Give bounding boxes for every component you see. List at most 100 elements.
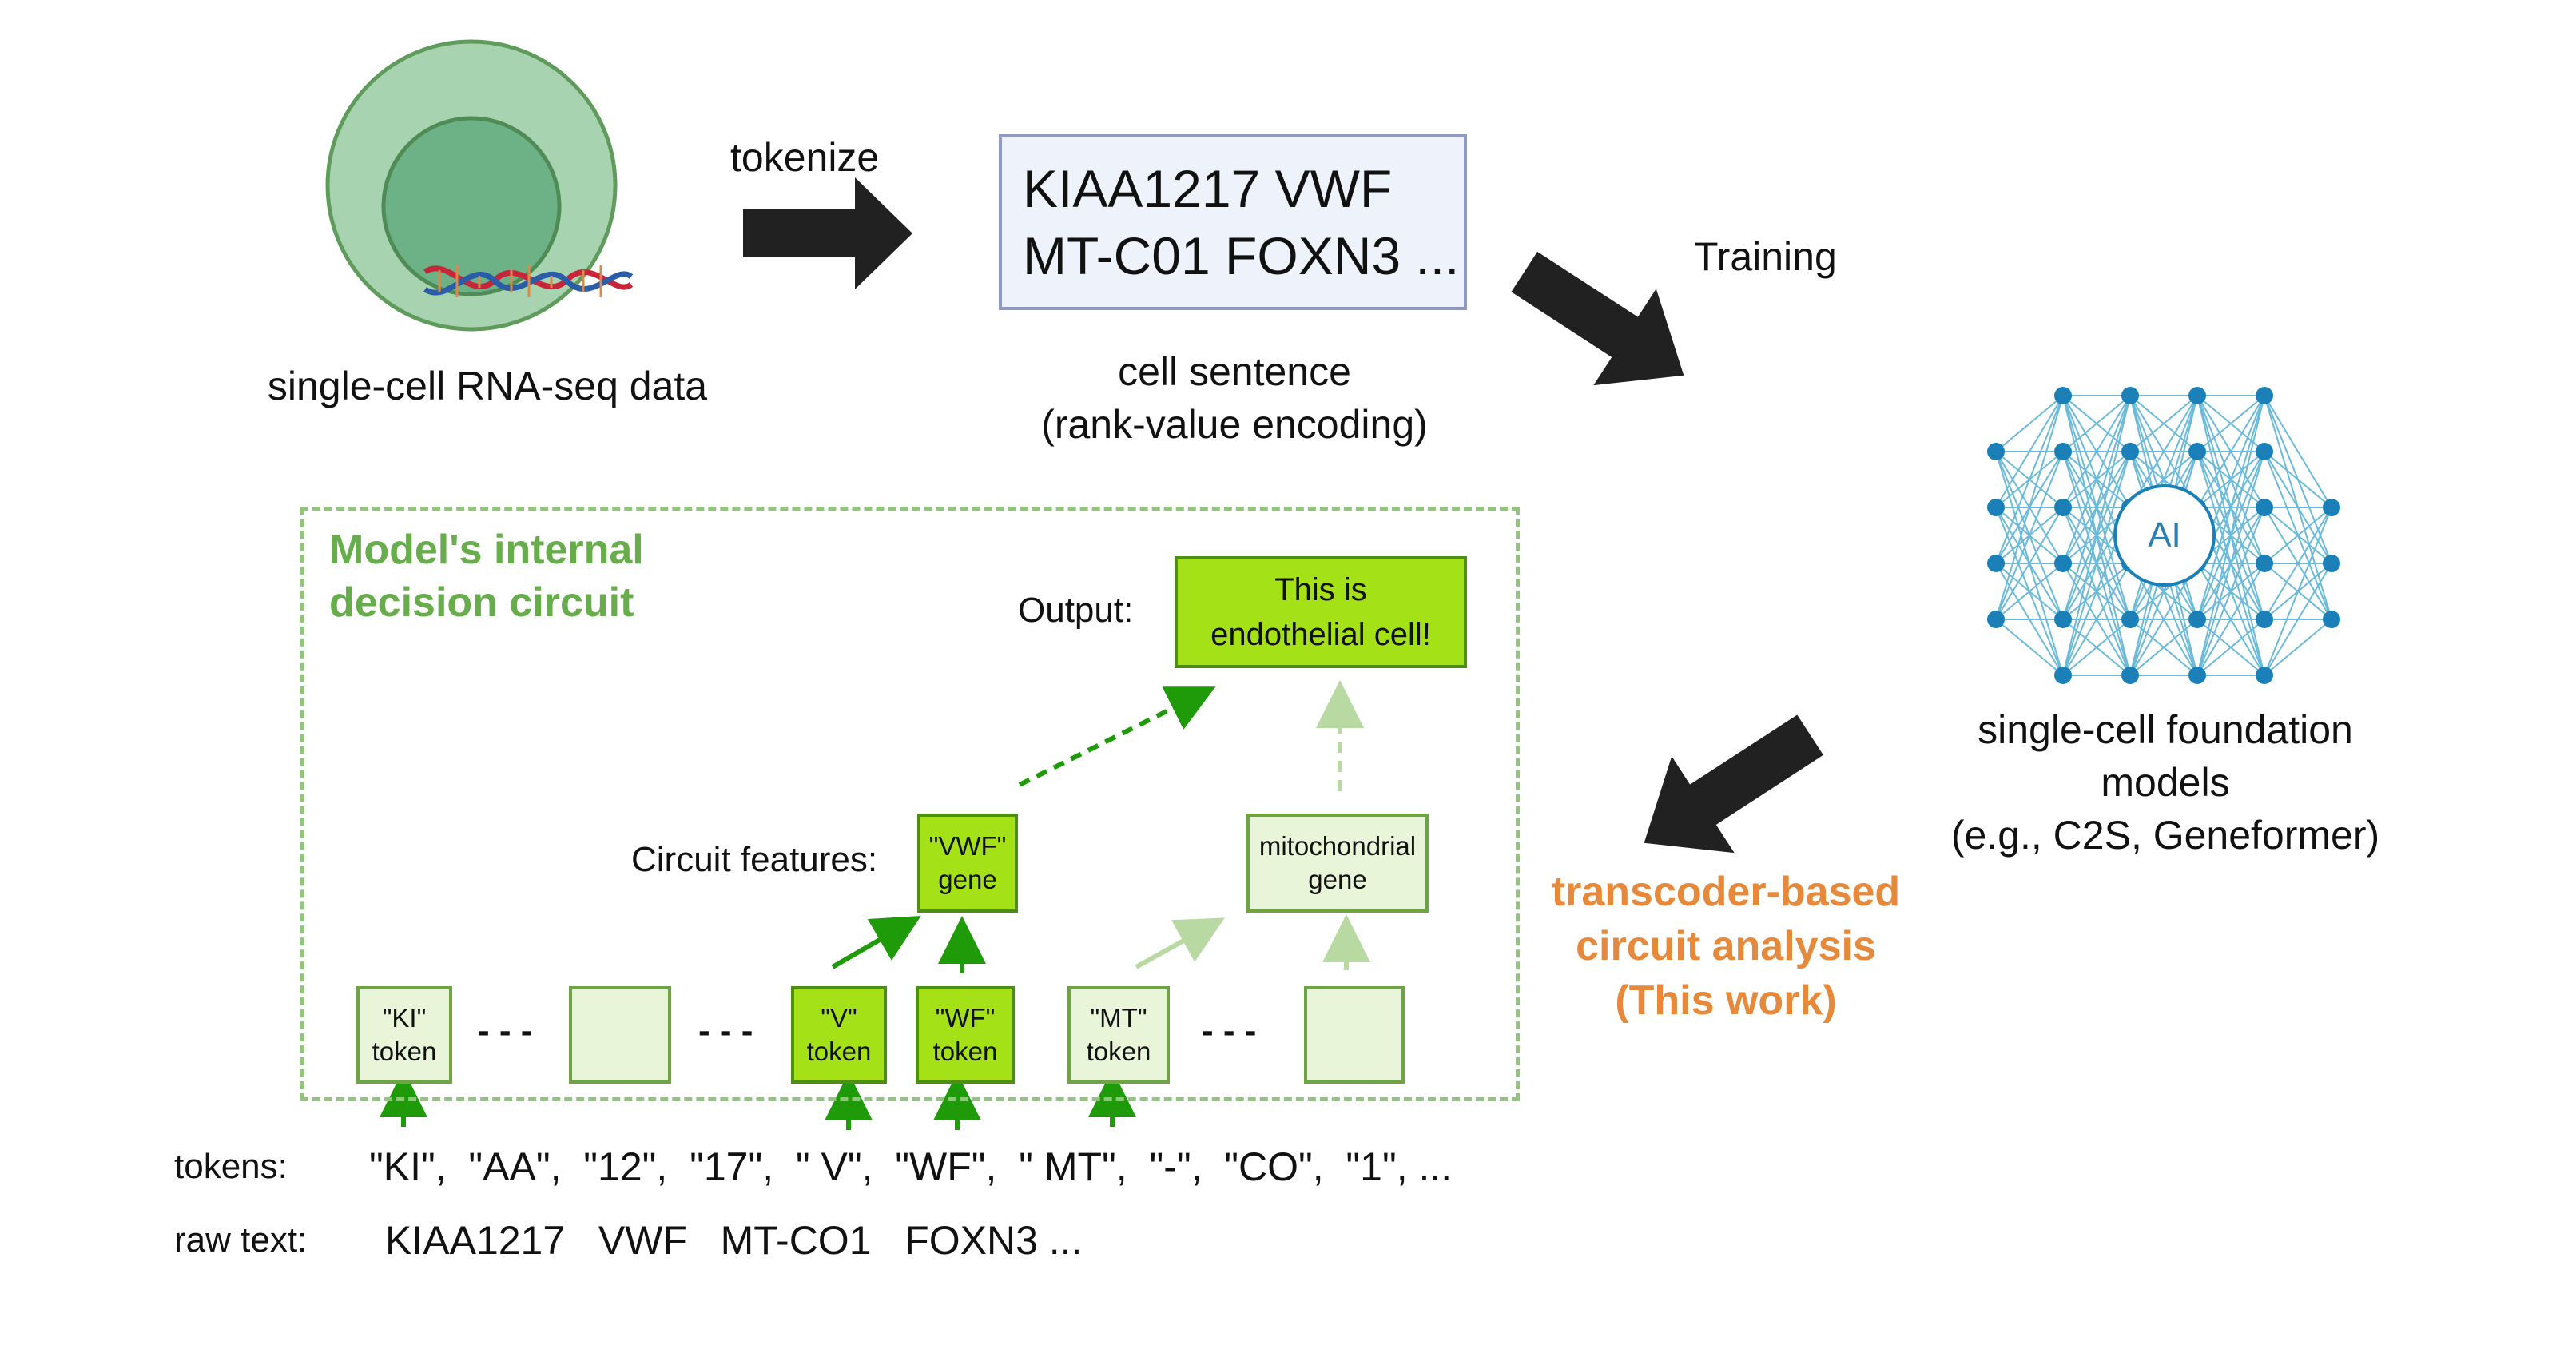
training-arrow — [1511, 251, 1684, 386]
network-node — [1987, 611, 2005, 628]
network-node — [2256, 387, 2273, 404]
network-edge — [1995, 619, 2064, 676]
features-label: Circuit features: — [631, 840, 878, 879]
network-edge — [2264, 451, 2332, 508]
training-label: Training — [1694, 234, 1837, 279]
model-caption-2: models — [2101, 760, 2230, 805]
network-edge — [2264, 395, 2332, 508]
network-node — [2256, 499, 2273, 516]
analysis-line-1: transcoder-based — [1551, 869, 1901, 915]
network-node — [2121, 387, 2139, 404]
token-wf-line-2: token — [932, 1037, 998, 1066]
output-line-1: This is — [1274, 572, 1367, 607]
network-edge — [2264, 619, 2332, 676]
network-edge — [1995, 451, 2064, 620]
cell-illustration — [325, 39, 634, 332]
network-edge — [2062, 395, 2131, 452]
token-v-line-1: "V" — [821, 1003, 857, 1033]
network-edge — [1995, 395, 2064, 452]
network-edge — [2062, 619, 2131, 676]
network-node — [2256, 611, 2273, 628]
network-node — [2054, 611, 2072, 628]
ellipsis-1: - - - — [478, 1011, 533, 1050]
raw-text-label: raw text: — [174, 1220, 308, 1259]
raw-text: KIAA1217 VWF MT-CO1 FOXN3 ... — [385, 1218, 1083, 1263]
network-edge — [2196, 395, 2265, 508]
network-edge — [2062, 395, 2131, 676]
network-edge — [2264, 507, 2332, 620]
token-blank-2 — [1304, 986, 1405, 1084]
network-node — [2188, 387, 2206, 404]
token-mt: "MT" token — [1067, 986, 1170, 1084]
network-edge — [2196, 563, 2265, 676]
network-edge — [1995, 563, 2064, 620]
network-edge — [2129, 395, 2198, 508]
ai-label: AI — [2148, 515, 2181, 555]
feature-vwf-line-2: gene — [938, 865, 997, 894]
analysis-line-3: (This work) — [1615, 977, 1837, 1024]
network-node — [2256, 667, 2273, 684]
output-label: Output: — [1018, 591, 1134, 630]
dna-helix-icon — [423, 265, 634, 297]
network-node — [2054, 443, 2072, 460]
network-node — [1987, 555, 2005, 572]
network-edge — [2129, 619, 2198, 676]
network-node — [2121, 667, 2139, 684]
network-node — [1987, 443, 2005, 460]
token-ki: "KI" token — [356, 986, 452, 1084]
neural-network-icon — [1995, 395, 2332, 676]
sentence-line-2: MT-C01 FOXN3 ... — [1023, 226, 1460, 285]
circuit-title-2: decision circuit — [329, 579, 634, 626]
network-node — [1987, 499, 2005, 516]
network-edge — [2062, 563, 2131, 676]
network-edge — [2129, 563, 2198, 676]
circuit-frame — [300, 507, 1520, 1101]
network-node — [2121, 611, 2139, 628]
network-edge — [2196, 619, 2265, 676]
network-node — [2054, 387, 2072, 404]
token-wf-line-1: "WF" — [935, 1003, 996, 1033]
tokenize-label: tokenize — [730, 135, 880, 180]
circuit-title-1: Model's internal — [329, 527, 644, 573]
feature-mito-line-1: mitochondrial — [1258, 831, 1417, 861]
network-edge — [2196, 395, 2265, 620]
network-edge — [2129, 395, 2198, 452]
token-v: "V" token — [791, 986, 887, 1084]
model-caption-3: (e.g., C2S, Geneformer) — [1950, 813, 2380, 858]
ellipsis-2: - - - — [698, 1011, 753, 1050]
network-edge — [2062, 451, 2131, 676]
network-node — [2188, 443, 2206, 460]
network-edge — [1995, 395, 2064, 564]
feature-vwf-gene: "VWF" gene — [917, 814, 1018, 913]
analysis-arrow — [1644, 714, 1823, 854]
feature-mito-gene: mitochondrial gene — [1246, 814, 1429, 913]
network-edge — [2062, 395, 2131, 620]
network-edge — [2196, 395, 2265, 676]
sentence-caption-2: (rank-value encoding) — [1041, 402, 1428, 447]
token-wf: "WF" token — [916, 986, 1015, 1084]
sentence-line-1: KIAA1217 VWF — [1023, 159, 1393, 218]
cell-caption: single-cell RNA-seq data — [267, 364, 708, 408]
ai-circle — [2113, 484, 2216, 587]
tokens-text: "KI", "AA", "12", "17", " V", "WF", " MT… — [369, 1144, 1453, 1189]
analysis-line-2: circuit analysis — [1576, 923, 1876, 969]
network-node — [2323, 499, 2340, 516]
feature-mito-line-2: gene — [1308, 865, 1367, 894]
output-box: This is endothelial cell! — [1175, 556, 1467, 668]
sentence-caption-1: cell sentence — [1118, 349, 1351, 394]
token-ki-line-2: token — [372, 1037, 437, 1066]
network-node — [2054, 667, 2072, 684]
network-edge — [1995, 395, 2064, 508]
network-edge — [2264, 507, 2332, 676]
network-edge — [2196, 395, 2265, 452]
token-ki-line-1: "KI" — [382, 1003, 427, 1033]
network-edge — [1995, 395, 2064, 620]
dotted-arrow-to-output — [1018, 686, 1216, 787]
tokenize-arrow — [743, 177, 912, 289]
network-node — [2121, 443, 2139, 460]
network-node — [2323, 555, 2340, 572]
network-node — [2188, 611, 2206, 628]
token-mt-line-2: token — [1086, 1037, 1151, 1066]
arrow-v-to-vwf — [831, 915, 921, 969]
